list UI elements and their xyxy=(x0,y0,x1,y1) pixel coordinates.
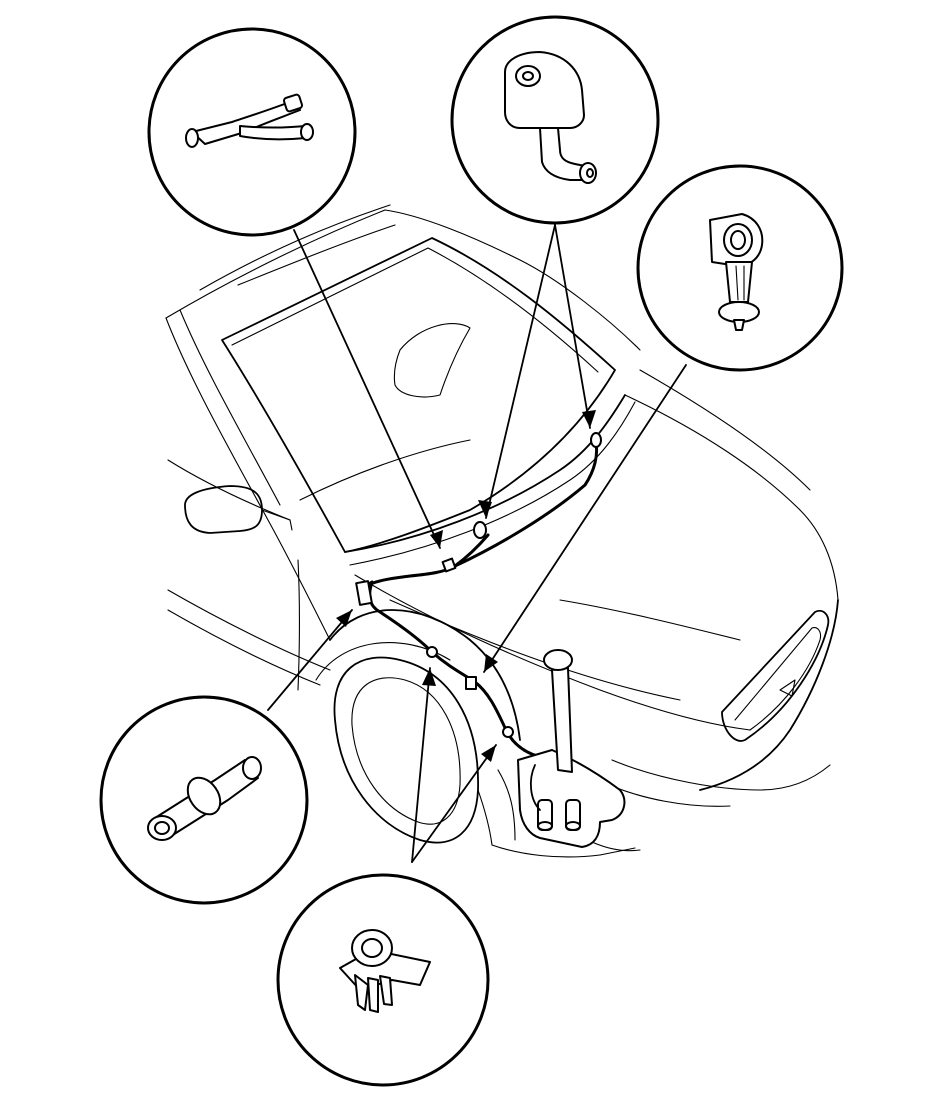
callout-hose-clip xyxy=(276,873,490,1087)
washer-nozzle-icon xyxy=(504,51,597,184)
callout-hose-clamp xyxy=(636,164,844,372)
filler-cap xyxy=(543,649,573,671)
leader-lines xyxy=(267,224,687,863)
clip-marker-2 xyxy=(502,726,514,738)
callout-washer-nozzle xyxy=(450,15,660,225)
hose-clamp-icon xyxy=(709,213,764,331)
joint-marker xyxy=(441,557,457,573)
washer-system xyxy=(355,432,626,848)
y-hose-joint-icon xyxy=(185,93,314,148)
right-nozzle-icon xyxy=(590,432,602,448)
callout-hose-connector xyxy=(99,695,309,905)
clip-marker-1 xyxy=(426,646,438,658)
hose-clip-icon xyxy=(339,929,431,1013)
callout-hose-joint xyxy=(147,27,357,237)
left-nozzle-icon xyxy=(473,521,487,539)
straight-hose-connector-icon xyxy=(147,756,262,841)
hose-connector-marker xyxy=(355,580,373,606)
clamp-marker xyxy=(465,676,477,690)
